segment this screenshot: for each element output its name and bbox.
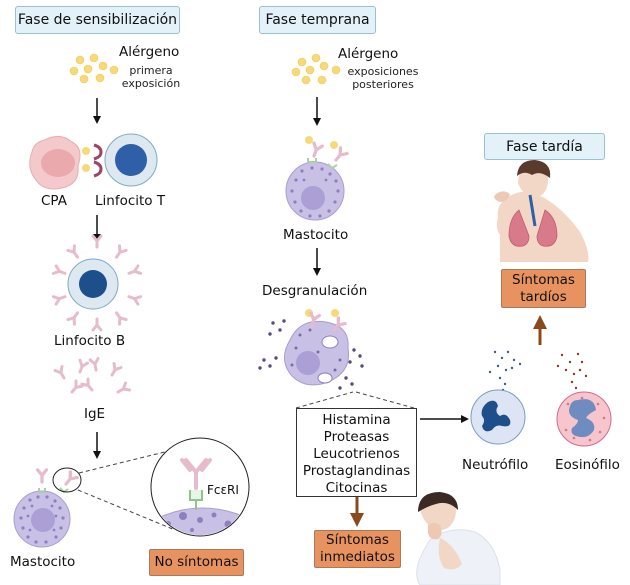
outcome-line: Síntomas <box>326 532 389 548</box>
outcome-line: tardíos <box>520 288 567 305</box>
allergen-label-repeat: Alérgeno <box>338 46 399 62</box>
phase-label-sensitization: Fase de sensibilización <box>15 6 180 34</box>
allergen-particles-repeat <box>291 53 341 85</box>
allergen-note-first: primera exposición <box>118 64 184 90</box>
allergen-particles-first <box>69 53 119 84</box>
mediator-item: Histamina <box>322 412 391 428</box>
note-line: posteriores <box>352 78 414 91</box>
late-phase-patient-illustration <box>494 160 589 262</box>
neutrophil-label: Neutrófilo <box>462 457 529 473</box>
mast-cell-label-sensitized: Mastocito <box>10 554 76 570</box>
immediate-symptoms-box: Síntomas inmediatos <box>314 530 401 568</box>
ige-antibodies <box>53 356 132 397</box>
mediator-item: Leucotrienos <box>313 446 400 462</box>
eosinophil-label: Eosinófilo <box>555 457 620 473</box>
mediator-item: Prostaglandinas <box>302 463 411 479</box>
mediator-item: Citocinas <box>325 480 388 496</box>
apc-cell <box>29 136 103 190</box>
allergen-note-repeat: exposiciones posteriores <box>342 65 424 91</box>
outcome-line: inmediatos <box>320 549 395 565</box>
ige-label: IgE <box>84 406 106 422</box>
note-line: primera <box>129 64 173 77</box>
note-line: exposiciones <box>347 65 419 78</box>
zoom-circle-small <box>52 467 82 493</box>
mast-cell-sensitized <box>13 468 79 548</box>
neutrophil <box>470 350 526 445</box>
mediators-box: Histamina Proteasas Leucotrienos Prostag… <box>296 408 417 497</box>
eosinophil <box>556 352 612 447</box>
phase-label-early: Fase temprana <box>259 6 376 34</box>
note-line: exposición <box>121 77 181 90</box>
zoom-line-bottom <box>77 489 176 531</box>
b-cell <box>51 234 143 332</box>
apc-label: CPA <box>41 193 67 209</box>
no-symptoms-box: No síntomas <box>149 549 244 576</box>
t-cell <box>104 133 158 187</box>
phase-label-late: Fase tardía <box>484 133 605 160</box>
callout-line-left <box>295 391 354 409</box>
early-phase-patient-illustration <box>416 492 501 585</box>
outcome-line: Síntomas <box>512 271 575 288</box>
mast-cell-degranulating <box>258 309 364 390</box>
allergen-label-first: Alérgeno <box>119 44 180 60</box>
t-cell-label: Linfocito T <box>95 193 166 209</box>
mediator-item: Proteasas <box>323 429 390 445</box>
late-symptoms-box: Síntomas tardíos <box>501 269 586 308</box>
b-cell-label: Linfocito B <box>54 333 126 349</box>
mast-cell-label-activated: Mastocito <box>283 227 349 243</box>
mast-cell-activated <box>285 136 349 221</box>
fceri-receptor-label: FcεRI <box>207 483 239 497</box>
callout-line-right <box>355 391 415 409</box>
degranulation-label: Desgranulación <box>262 283 368 299</box>
